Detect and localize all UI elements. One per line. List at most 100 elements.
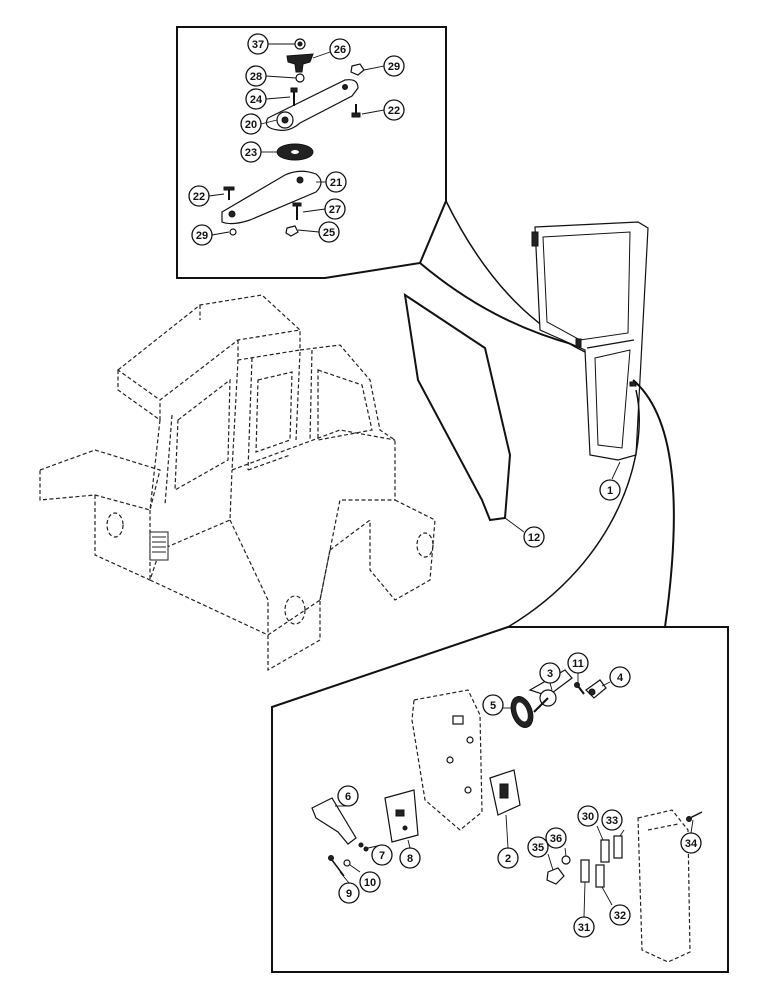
lever-6 [311,797,357,845]
svg-text:21: 21 [330,177,342,189]
callout-36: 36 [545,827,567,849]
washer-28 [295,73,305,83]
callout-27: 27 [324,198,346,220]
svg-text:26: 26 [334,44,346,56]
svg-text:9: 9 [346,888,352,900]
callout-26: 26 [329,38,351,60]
callout-22-bottom: 22 [188,185,210,207]
callout-11: 11 [567,652,589,674]
svg-text:36: 36 [550,833,562,845]
latch-detail-panel [271,379,729,973]
cab-door [531,221,649,461]
svg-text:4: 4 [617,672,624,684]
svg-text:20: 20 [245,119,257,131]
callout-29-bottom: 29 [191,224,213,246]
callout-5: 5 [482,694,504,716]
callout-23: 23 [240,141,262,163]
callout-34: 34 [680,832,702,854]
upper-hinge-arm [265,79,359,131]
cab-frame [39,294,436,672]
callout-2: 2 [497,847,519,869]
washer-10 [343,859,351,867]
svg-text:8: 8 [407,853,413,865]
hinge-nut-top [294,38,306,50]
latch-2 [489,769,521,816]
callout-33: 33 [601,809,623,831]
pin-7 [358,842,369,852]
bolt-22-left [223,186,235,200]
plate-31 [580,859,590,883]
svg-text:22: 22 [193,191,205,203]
plate-8 [384,789,419,843]
svg-text:27: 27 [329,204,341,216]
svg-text:28: 28 [250,71,262,83]
svg-text:31: 31 [578,922,590,934]
callout-20: 20 [240,113,262,135]
svg-text:22: 22 [388,105,400,117]
cab-post [637,809,691,963]
svg-text:30: 30 [582,811,594,823]
svg-text:6: 6 [345,791,351,803]
callout-10: 10 [359,871,381,893]
callout-24: 24 [245,88,267,110]
svg-text:34: 34 [685,838,698,850]
latch-housing [411,689,483,831]
svg-text:7: 7 [379,850,385,862]
callout-31: 31 [573,916,595,938]
svg-text:32: 32 [614,910,626,922]
callout-7: 7 [371,844,393,866]
screw-22-right [351,104,361,118]
callout-6: 6 [337,785,359,807]
svg-text:10: 10 [364,877,376,889]
lock-4 [585,679,607,699]
nut-29-bottom [229,228,237,236]
callout-30: 30 [577,805,599,827]
callout-37: 37 [247,33,269,55]
hinge-knob [286,53,314,73]
hinge-detail-panel [176,26,586,353]
callout-29-top: 29 [383,55,405,77]
svg-text:11: 11 [572,658,584,670]
screw-11 [574,682,585,695]
bolt-24 [290,87,298,106]
svg-text:29: 29 [196,230,208,242]
nut-35 [546,867,565,885]
escutcheon-5 [510,696,534,728]
callout-3: 3 [539,662,561,684]
callout-28: 28 [245,65,267,87]
gasket-23 [276,143,314,161]
svg-text:1: 1 [607,485,613,497]
svg-text:33: 33 [606,815,618,827]
svg-text:37: 37 [252,39,264,51]
leader-lines [208,43,694,918]
svg-text:24: 24 [250,94,263,106]
side-glass [403,292,512,522]
lower-hinge-arm [221,170,322,225]
screw-9 [328,855,345,877]
svg-text:2: 2 [505,853,511,865]
plate-33 [613,835,623,859]
svg-text:25: 25 [323,227,335,239]
callout-22-top: 22 [383,99,405,121]
svg-text:29: 29 [388,61,400,73]
callout-12: 12 [523,526,545,548]
plate-32 [595,864,605,888]
callout-8: 8 [399,847,421,869]
svg-text:3: 3 [547,668,553,680]
callout-35: 35 [527,836,549,858]
callout-4: 4 [609,666,631,688]
washer-36 [561,855,571,865]
callout-25: 25 [318,221,340,243]
callout-32: 32 [609,904,631,926]
callout-21: 21 [325,171,347,193]
callout-1: 1 [599,479,621,501]
nut-25 [285,225,299,237]
nut-29-top [350,63,365,76]
callout-9: 9 [338,882,360,904]
bolt-34 [686,811,703,822]
bolt-27 [292,202,302,220]
svg-text:35: 35 [532,842,544,854]
plate-30 [600,839,610,863]
